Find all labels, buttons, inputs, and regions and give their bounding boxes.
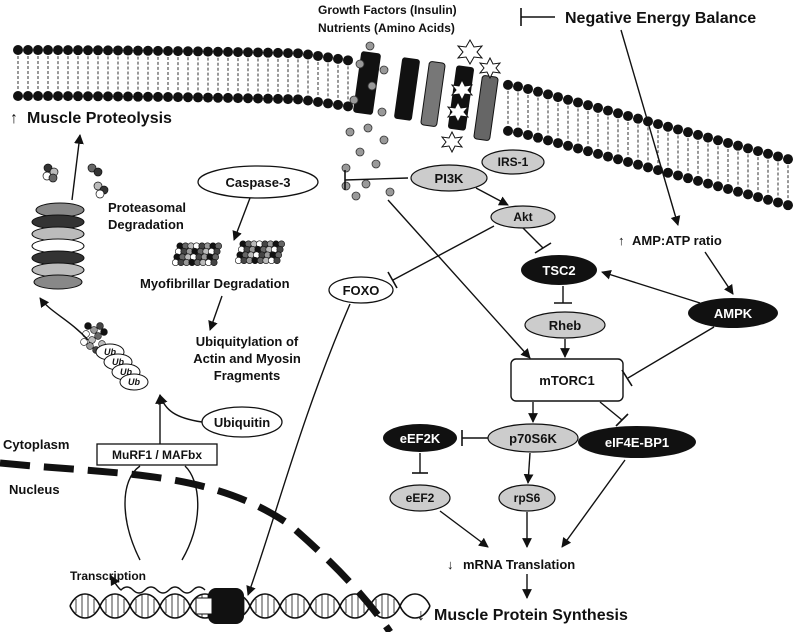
proteasome-icon (31, 202, 85, 290)
ubiquitin-tags (95, 343, 149, 391)
foxo-label: FOXO (343, 283, 380, 298)
pi3k-label: PI3K (435, 171, 465, 186)
amino-acid-starbursts (440, 38, 502, 154)
ubiquitylation-label-line1: Ubiquitylation of (196, 334, 299, 349)
nutrients-label: Nutrients (Amino Acids) (318, 21, 455, 35)
ub-tag-2: Ub (112, 357, 124, 367)
up-arrow-proteolysis: ↑ (10, 110, 18, 127)
murf1-mafbx-box (96, 443, 218, 466)
rps6-node (498, 484, 556, 512)
pi3k-node (410, 164, 488, 192)
eef2k-label: eEF2K (400, 431, 441, 446)
myofibril-icon (172, 240, 285, 266)
proteasomal-label: Proteasomal (108, 200, 186, 215)
pathway-connections (39, 29, 734, 599)
akt-label: Akt (513, 210, 532, 224)
caspase3-label: Caspase-3 (225, 175, 290, 190)
muscle-proteolysis-label: Muscle Proteolysis (27, 110, 172, 127)
mtorc1-node (510, 358, 624, 402)
up-arrow-amp: ↑ (618, 233, 625, 248)
ub-tag-3: Ub (120, 367, 132, 377)
ampk-node (688, 298, 778, 328)
ub-tag-1: Ub (104, 347, 116, 357)
eif4ebp1-node (578, 426, 696, 458)
rheb-node (524, 311, 606, 339)
caspase3-node (197, 165, 319, 199)
myofibrillar-degradation-label: Myofibrillar Degradation (140, 276, 290, 291)
dna-binding-complex (208, 588, 244, 624)
down-arrow-mps: ↓ (417, 607, 425, 624)
muscle-protein-synthesis-label: Muscle Protein Synthesis (434, 607, 628, 624)
rps6-label: rpS6 (514, 491, 541, 505)
murf1-mafbx-label: MuRF1 / MAFbx (112, 448, 202, 462)
nucleus-label: Nucleus (9, 482, 60, 497)
degradation-label: Degradation (108, 217, 184, 232)
eef2-label: eEF2 (406, 491, 435, 505)
cytoplasm-label: Cytoplasm (3, 437, 69, 452)
eif4ebp1-label: eIF4E-BP1 (605, 435, 669, 450)
down-arrow-mrna: ↓ (447, 557, 454, 572)
p70s6k-label: p70S6K (509, 431, 557, 446)
transcription-label: Transcription (70, 569, 146, 583)
eef2-node (389, 484, 451, 512)
mtorc1-label: mTORC1 (539, 373, 594, 388)
growth-factors-label: Growth Factors (Insulin) (318, 3, 457, 17)
eef2k-node (383, 424, 457, 452)
foxo-node (328, 276, 394, 304)
ampk-label: AMPK (714, 306, 753, 321)
cell-membrane (13, 45, 793, 211)
ubiquitylation-label-line2: Actin and Myosin (193, 351, 301, 366)
amp-atp-ratio-label: AMP:ATP ratio (632, 233, 722, 248)
tsc2-node (521, 255, 597, 285)
dna-helix-icon (69, 593, 431, 619)
negative-energy-balance-label: Negative Energy Balance (565, 10, 756, 27)
rheb-label: Rheb (549, 318, 582, 333)
ub-tag-4: Ub (128, 377, 140, 387)
ubiquitin-label: Ubiquitin (214, 415, 270, 430)
membrane-receptors (353, 51, 499, 141)
insulin-dots (341, 41, 395, 201)
tsc2-label: TSC2 (542, 263, 575, 278)
irs1-node (481, 149, 545, 175)
peptide-fragments-icon (42, 163, 109, 199)
irs1-label: IRS-1 (498, 155, 529, 169)
mrna-translation-label: mRNA Translation (463, 557, 575, 572)
ubiquitylation-label-line3: Fragments (214, 368, 280, 383)
nuclear-envelope (0, 459, 393, 632)
